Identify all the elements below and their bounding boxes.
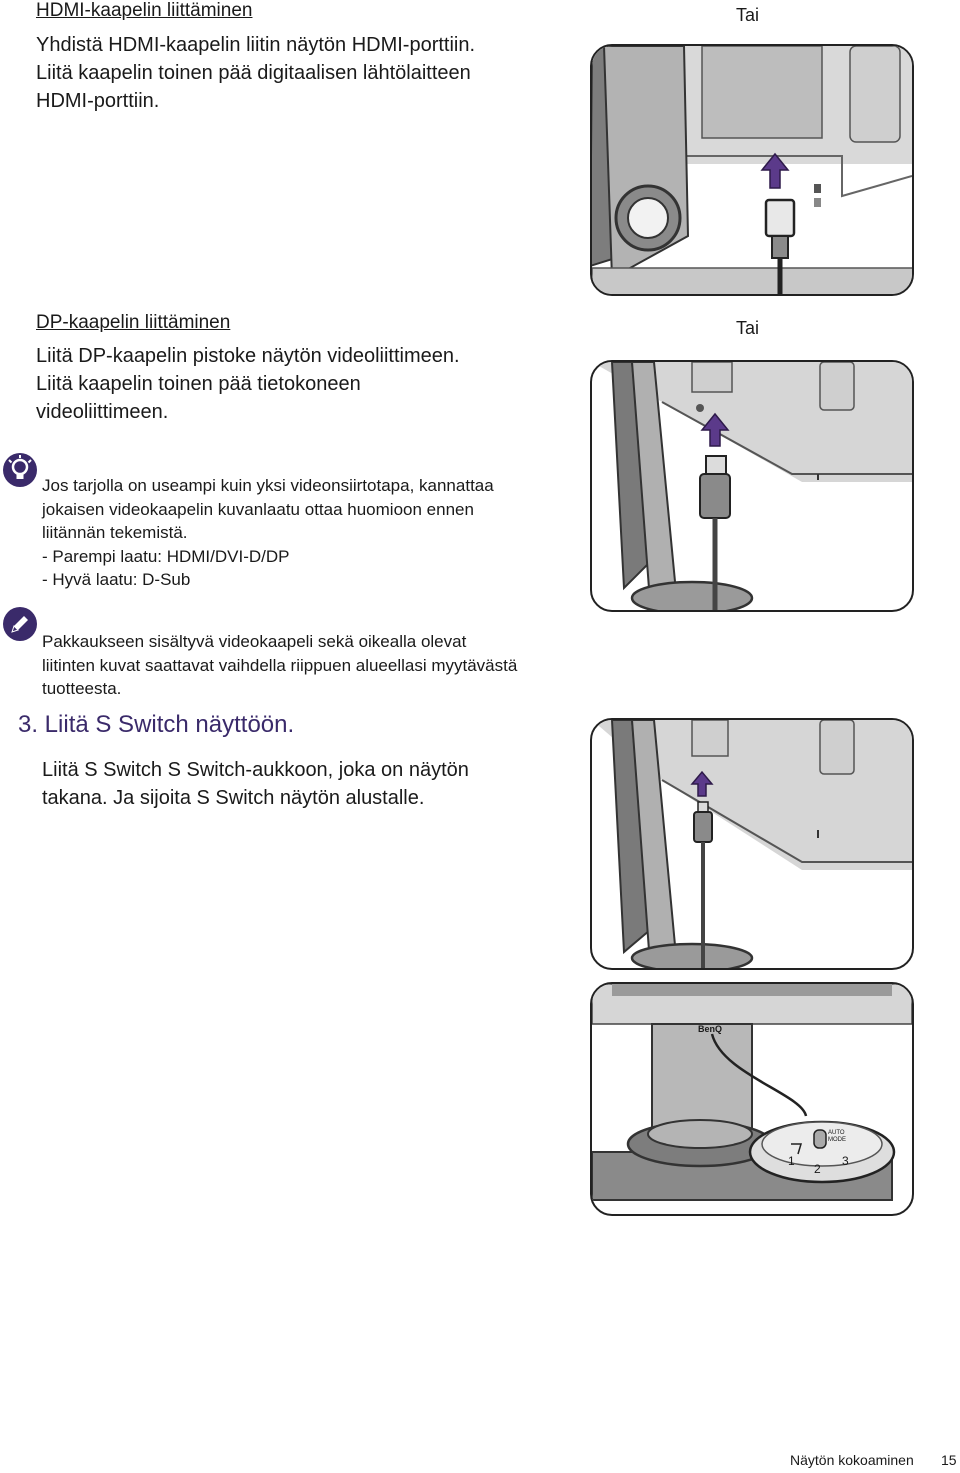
dp-instructions: Liitä DP-kaapelin pistoke näytön videoli… — [36, 342, 460, 426]
hdmi-or-label: Tai — [736, 5, 760, 25]
hdmi-line: Liitä kaapelin toinen pää digitaalisen l… — [36, 62, 471, 84]
sswitch-button-1: 1 — [788, 1154, 795, 1168]
sswitch-button-2: 2 — [814, 1162, 821, 1176]
step3-line: Liitä S Switch S Switch-aukkoon, joka on… — [42, 759, 469, 781]
sswitch-brand-label: BenQ — [698, 1024, 723, 1034]
sswitch-cable-illustration — [590, 718, 914, 970]
note-line: tuotteesta. — [42, 679, 122, 698]
sswitch-button-3: 3 — [842, 1154, 849, 1168]
tip-line: jokaisen videokaapelin kuvanlaatu ottaa … — [42, 499, 474, 519]
tip-line: liitännän tekemistä. — [42, 523, 188, 542]
tip-line: - Hyvä laatu: D-Sub — [42, 570, 191, 589]
hdmi-line: Yhdistä HDMI-kaapelin liitin näytön HDMI… — [36, 34, 476, 56]
lightbulb-icon — [3, 453, 37, 487]
footer-page-number: 15 — [941, 1452, 957, 1468]
note-text: Pakkaukseen sisältyvä videokaapeli sekä … — [42, 630, 517, 701]
hdmi-connection-illustration — [590, 44, 914, 296]
auto-mode-label: AUTO MODE — [828, 1130, 846, 1143]
tip-line: - Parempi laatu: HDMI/DVI-D/DP — [42, 546, 290, 566]
note-line: Pakkaukseen sisältyvä videokaapeli sekä … — [42, 632, 467, 651]
dp-line: videoliittimeen. — [36, 401, 169, 423]
step3-title: 3. Liitä S Switch näyttöön. — [18, 711, 295, 738]
tip-line: Jos tarjolla on useampi kuin yksi videon… — [42, 476, 494, 495]
dp-connection-illustration — [590, 360, 914, 612]
dp-or-label: Tai — [736, 318, 760, 338]
hdmi-line: HDMI-porttiin. — [36, 90, 160, 112]
sswitch-placement-illustration: BenQ AUTO MODE 1 2 3 — [590, 982, 914, 1216]
dp-line: Liitä DP-kaapelin pistoke näytön videoli… — [36, 345, 460, 367]
note-line: liitinten kuvat saattavat vaihdella riip… — [42, 655, 518, 675]
footer-section-title: Näytön kokoaminen — [790, 1452, 914, 1468]
hdmi-instructions: Yhdistä HDMI-kaapelin liitin näytön HDMI… — [36, 31, 475, 115]
step3-instructions: Liitä S Switch S Switch-aukkoon, joka on… — [42, 756, 469, 812]
dp-line: Liitä kaapelin toinen pää tietokoneen — [36, 373, 361, 395]
dp-heading: DP-kaapelin liittäminen — [36, 312, 231, 333]
tip-text: Jos tarjolla on useampi kuin yksi videon… — [42, 474, 494, 592]
step3-line: takana. Ja sijoita S Switch näytön alust… — [42, 787, 425, 809]
pencil-icon — [3, 607, 37, 641]
hdmi-heading: HDMI-kaapelin liittäminen — [36, 0, 253, 21]
